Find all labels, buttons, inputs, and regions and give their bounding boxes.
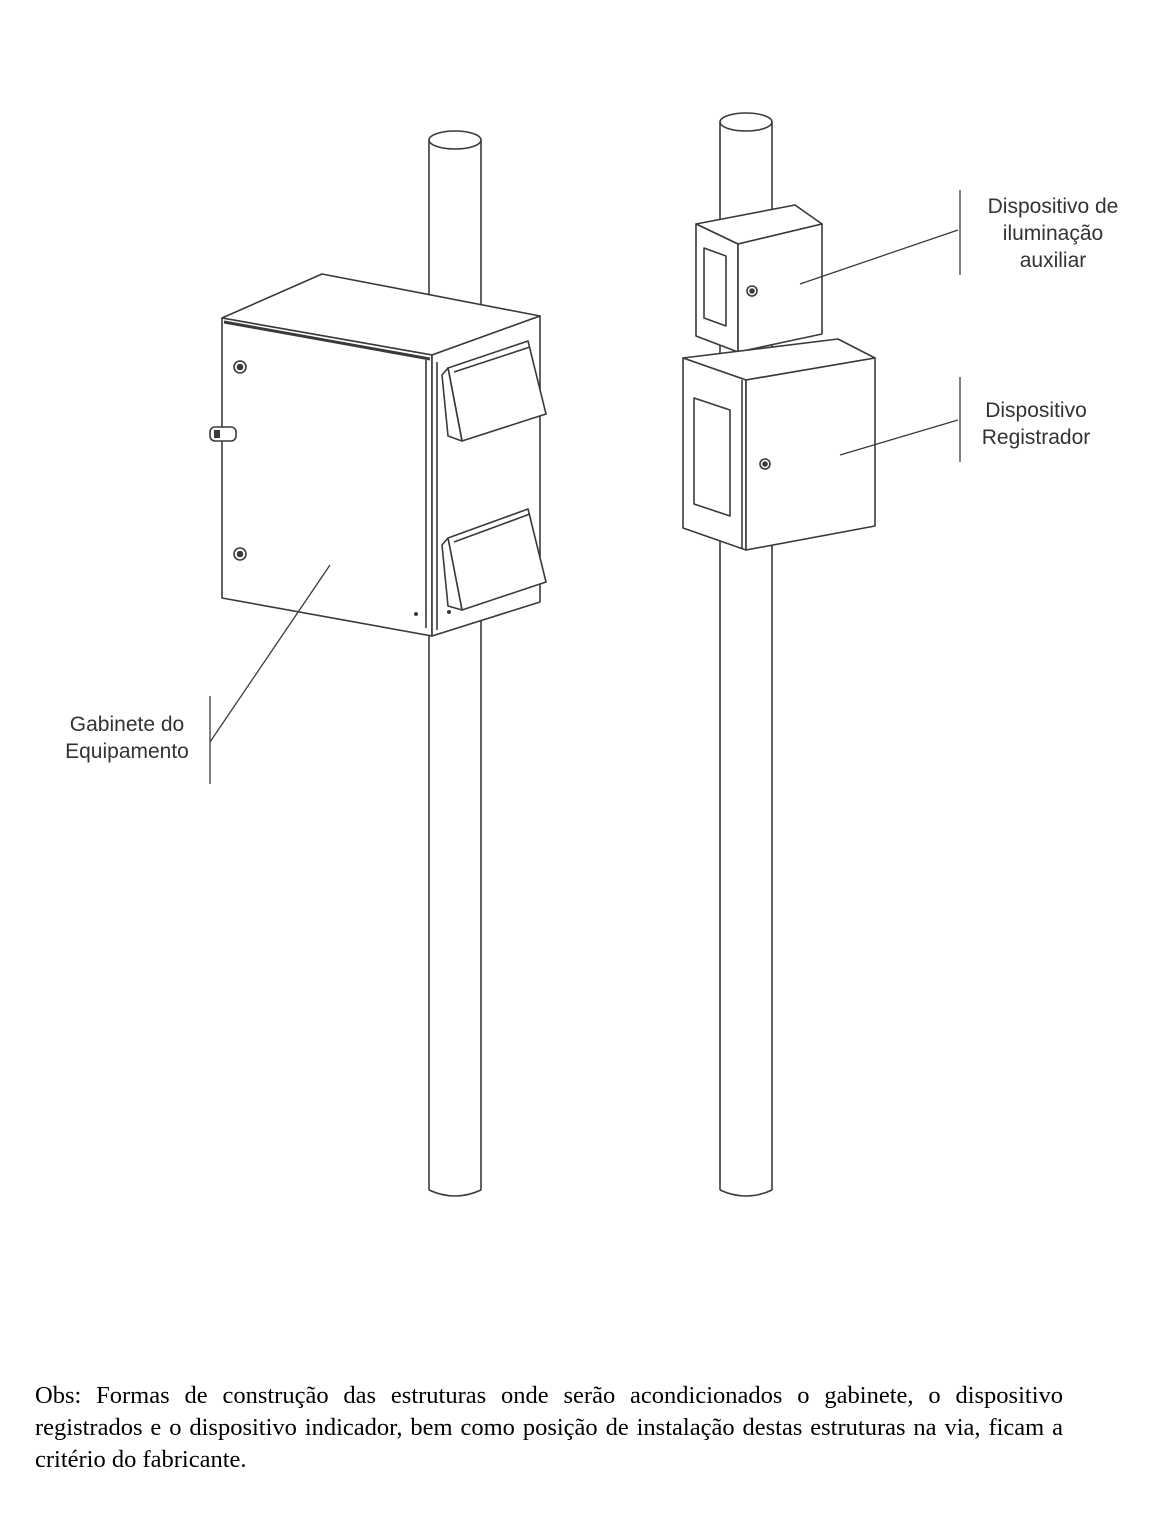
svg-text:Equipamento: Equipamento: [65, 740, 189, 763]
svg-text:Dispositivo de: Dispositivo de: [988, 195, 1119, 218]
recorder-box: [682, 338, 876, 551]
equipment-cabinet: [209, 273, 547, 637]
auxiliary-lighting-box: [695, 204, 823, 353]
svg-text:iluminação: iluminação: [1003, 222, 1103, 245]
label-registrador: Dispositivo Registrador: [982, 399, 1091, 449]
left-pole: [428, 130, 482, 1197]
svg-text:auxiliar: auxiliar: [1020, 249, 1087, 272]
svg-text:Gabinete do: Gabinete do: [70, 713, 184, 736]
observation-note: Obs: Formas de construção das estruturas…: [35, 1382, 1063, 1473]
label-iluminacao: Dispositivo de iluminação auxiliar: [988, 195, 1119, 272]
handle-icon: [209, 426, 237, 442]
svg-text:Registrador: Registrador: [982, 426, 1091, 449]
svg-text:Dispositivo: Dispositivo: [985, 399, 1087, 422]
leader-lines: [209, 190, 961, 784]
upper-vent: [441, 340, 547, 442]
lower-vent: [441, 508, 547, 611]
label-gabinete: Gabinete do Equipamento: [65, 713, 189, 763]
